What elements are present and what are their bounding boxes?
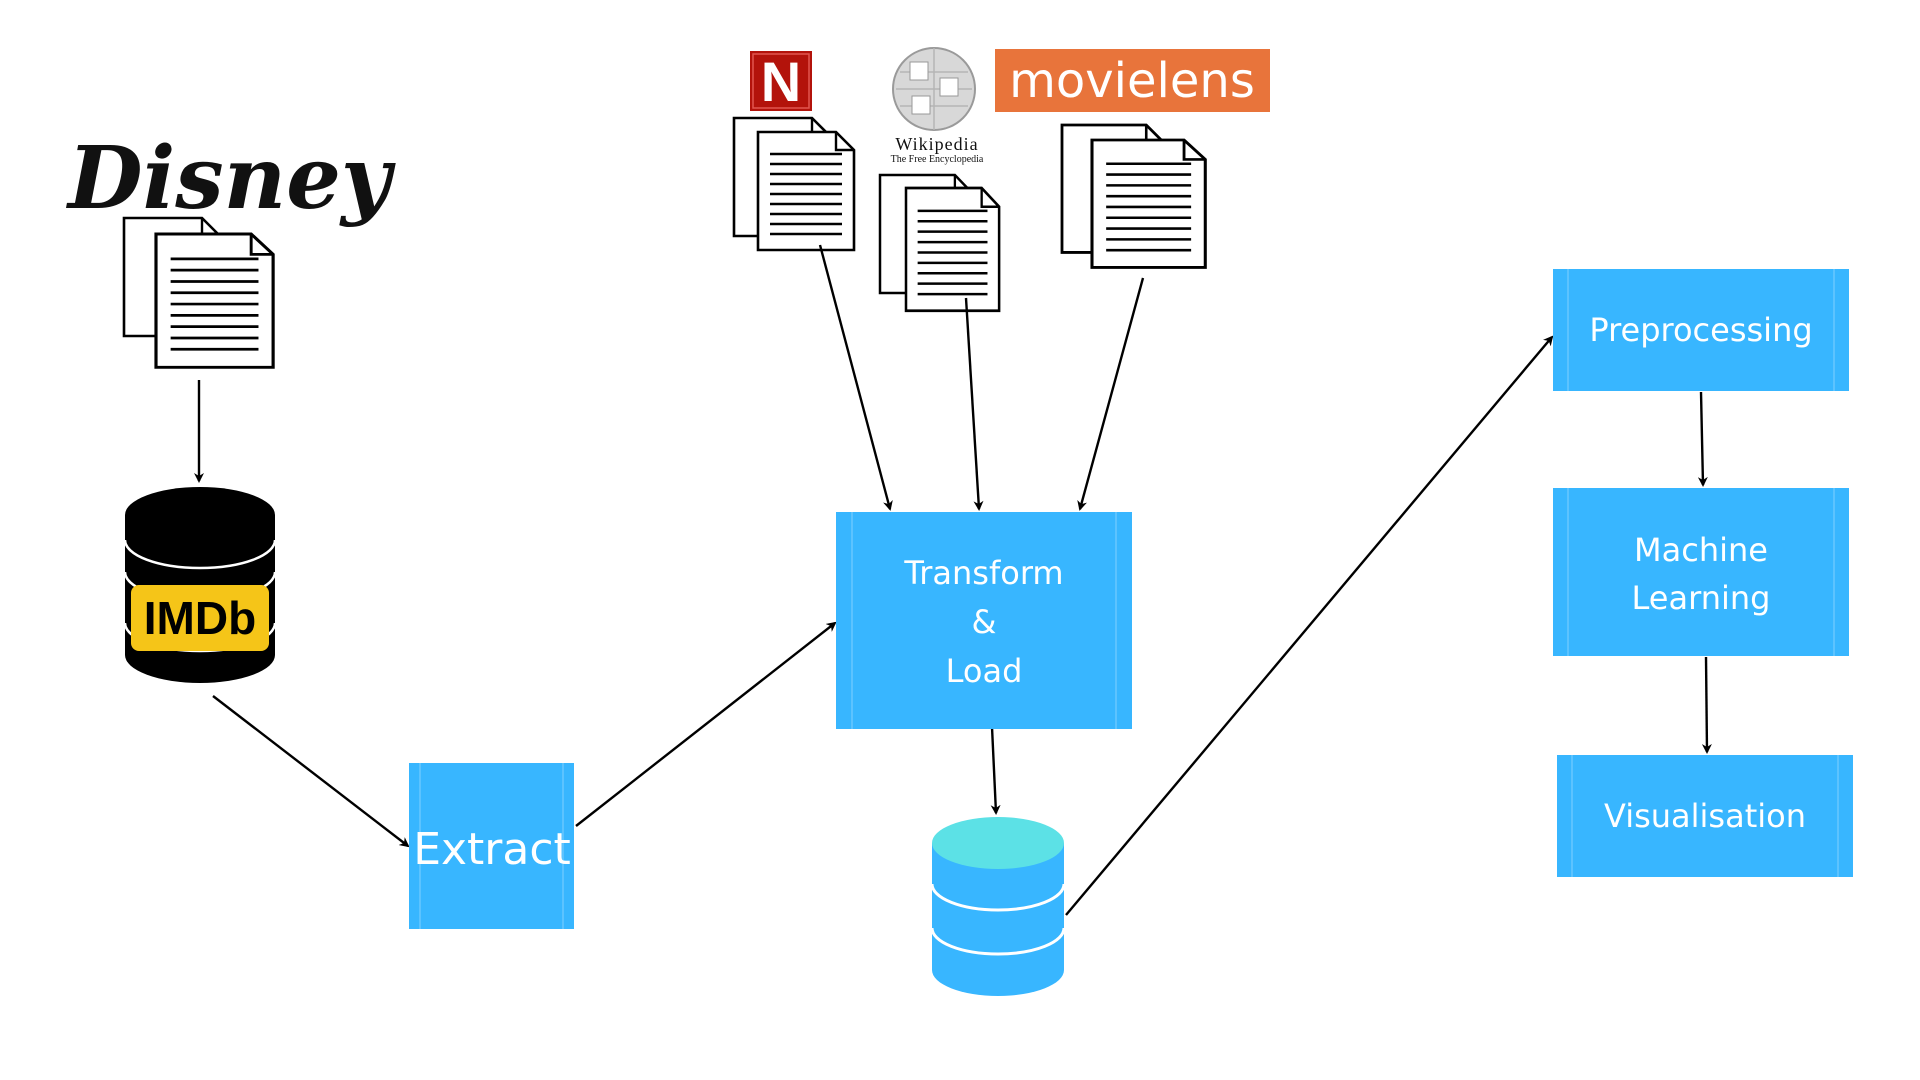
imdb-badge [131, 585, 269, 651]
svg-text:Load: Load [946, 652, 1023, 690]
transform-load-step: Transform & Load [836, 512, 1132, 729]
imdb-database-icon: IMDb [123, 487, 277, 683]
netflix-document-stack-icon [732, 116, 856, 252]
preprocessing-step: Preprocessing [1553, 269, 1849, 391]
flow-arrows [194, 244, 1712, 916]
svg-text:Wikipedia: Wikipedia [895, 134, 978, 154]
arrow-store-to-preprocessing [1065, 335, 1554, 916]
arrow-ml-to-visualisation [1701, 656, 1712, 754]
arrow-extract-to-transform [575, 621, 837, 827]
svg-text:The Free Encyclopedia: The Free Encyclopedia [891, 154, 984, 165]
extract-step: Extract [409, 763, 574, 929]
svg-text:Visualisation: Visualisation [1604, 797, 1806, 835]
arrow-imdb-to-extract [212, 695, 410, 848]
svg-text:Preprocessing: Preprocessing [1589, 311, 1812, 349]
disney-logo: Disney [65, 128, 396, 229]
machine-learning-step: Machine Learning [1553, 488, 1849, 656]
arrow-wikipedia-to-transform [964, 297, 984, 511]
arrow-movielens-to-transform [1077, 277, 1145, 511]
visualisation-step: Visualisation [1557, 755, 1853, 877]
output-database-icon [930, 817, 1066, 996]
arrow-netflix-to-transform [818, 244, 893, 511]
svg-text:movielens: movielens [1009, 53, 1255, 109]
svg-text:Machine: Machine [1634, 531, 1768, 569]
wikipedia-logo: Wikipedia The Free Encyclopedia [891, 47, 984, 165]
svg-text:N: N [761, 50, 801, 113]
disney-document-stack-icon [122, 216, 275, 369]
movielens-logo: movielens [995, 49, 1270, 112]
arrow-preprocessing-to-ml [1697, 391, 1708, 487]
svg-text:&: & [972, 603, 997, 641]
svg-text:Extract: Extract [413, 824, 571, 875]
svg-text:IMDb: IMDb [144, 592, 256, 644]
movielens-document-stack-icon [1060, 123, 1207, 269]
svg-text:Learning: Learning [1632, 579, 1771, 617]
arrow-transform-to-store [990, 726, 1001, 815]
wikipedia-document-stack-icon [878, 173, 1001, 313]
svg-text:Disney: Disney [65, 128, 396, 229]
netflix-logo: N [750, 50, 812, 113]
svg-text:Transform: Transform [903, 554, 1063, 592]
